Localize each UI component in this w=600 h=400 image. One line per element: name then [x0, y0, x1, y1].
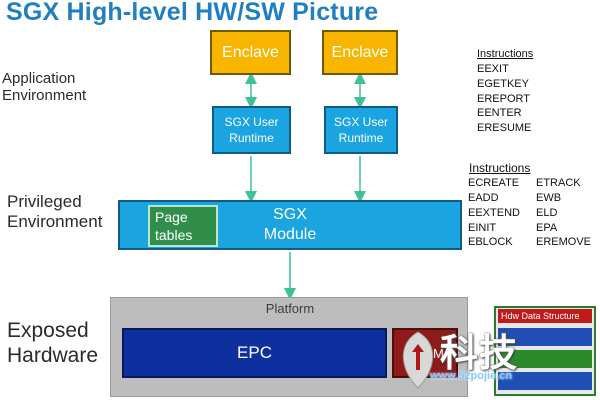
runtime-2-line-2: Runtime	[338, 131, 384, 145]
exposed-hardware-label: Exposed Hardware	[7, 318, 98, 368]
epc-box: EPC	[122, 328, 387, 378]
privileged-instruction-item: EWB	[536, 191, 562, 204]
privileged-environment-label: Privileged Environment	[7, 192, 102, 231]
privileged-instruction-item: EINIT	[468, 221, 497, 234]
application-environment-line-2: Environment	[2, 87, 87, 105]
enclave-label-2: Enclave	[331, 43, 389, 61]
page-tables-line-1: Page	[155, 209, 188, 225]
privileged-instruction-item: EBLOCK	[468, 236, 513, 249]
hardware-data-band-2	[498, 350, 592, 368]
privileged-environment-line-2: Environment	[7, 211, 103, 231]
runtime-1-line-2: Runtime	[229, 131, 274, 145]
application-environment-label: Application Environment	[2, 70, 86, 105]
hardware-data-band-1	[498, 328, 592, 346]
exposed-hardware-line-1: Exposed	[7, 319, 89, 342]
page-title: SGX High-level HW/SW Picture	[6, 0, 379, 26]
watermark-text: 科技	[440, 333, 519, 375]
user-instruction-item: EREPORT	[477, 92, 530, 105]
platform-label: Platform	[265, 301, 315, 316]
privileged-instruction-item: EREMOVE	[536, 236, 592, 249]
page-tables-box: Page tables	[148, 205, 218, 247]
privileged-instructions-column-1: ECREATE EADD EEXTEND EINIT EBLOCK	[468, 176, 520, 250]
sgx-module-line-1: SGX	[273, 206, 307, 223]
enclave-label-1: Enclave	[222, 43, 279, 61]
hardware-data-structure-header: Hdw Data Structure	[498, 309, 592, 323]
exposed-hardware-line-2: Hardware	[7, 344, 99, 368]
application-environment-line-1: Application	[2, 70, 76, 87]
user-instruction-item: ERESUME	[477, 122, 532, 135]
watermark-logo-icon	[402, 331, 434, 389]
privileged-instruction-item: ETRACK	[536, 177, 581, 189]
privileged-instruction-item: EPA	[536, 221, 558, 234]
privileged-instruction-item: ELD	[536, 206, 558, 219]
privileged-instructions-heading: Instructions	[469, 161, 531, 175]
privileged-environment-line-1: Privileged	[7, 192, 82, 211]
user-instructions-list: Instructions EEXIT EGETKEY EREPORT EENTE…	[477, 47, 533, 136]
hardware-data-band-3	[498, 372, 592, 390]
epc-label: EPC	[237, 343, 272, 362]
watermark-url: www.52pojie.cn	[430, 370, 513, 382]
runtime-2-line-1: SGX User	[333, 114, 388, 129]
page-tables-line-2: tables	[155, 226, 193, 243]
user-instruction-item: EENTER	[477, 107, 522, 120]
privileged-instruction-item: EADD	[468, 191, 499, 204]
user-instruction-item: EGETKEY	[477, 77, 529, 90]
runtime-1-line-1: SGX User	[224, 114, 279, 129]
privileged-instruction-item: EEXTEND	[468, 206, 520, 219]
enclave-box-2: Enclave	[322, 30, 398, 75]
user-instructions-heading: Instructions	[477, 48, 534, 60]
privileged-instruction-item: ECREATE	[468, 177, 520, 189]
sgx-module-line-2: Module	[263, 226, 317, 243]
sgx-module-label: SGX Module	[230, 205, 350, 245]
sgx-user-runtime-box-2: SGX User Runtime	[324, 106, 398, 154]
enclave-box-1: Enclave	[210, 30, 291, 75]
user-instruction-item: EEXIT	[477, 62, 509, 75]
sgx-user-runtime-box-1: SGX User Runtime	[212, 106, 291, 154]
privileged-instructions-column-2: ETRACK EWB ELD EPA EREMOVE	[536, 176, 591, 250]
